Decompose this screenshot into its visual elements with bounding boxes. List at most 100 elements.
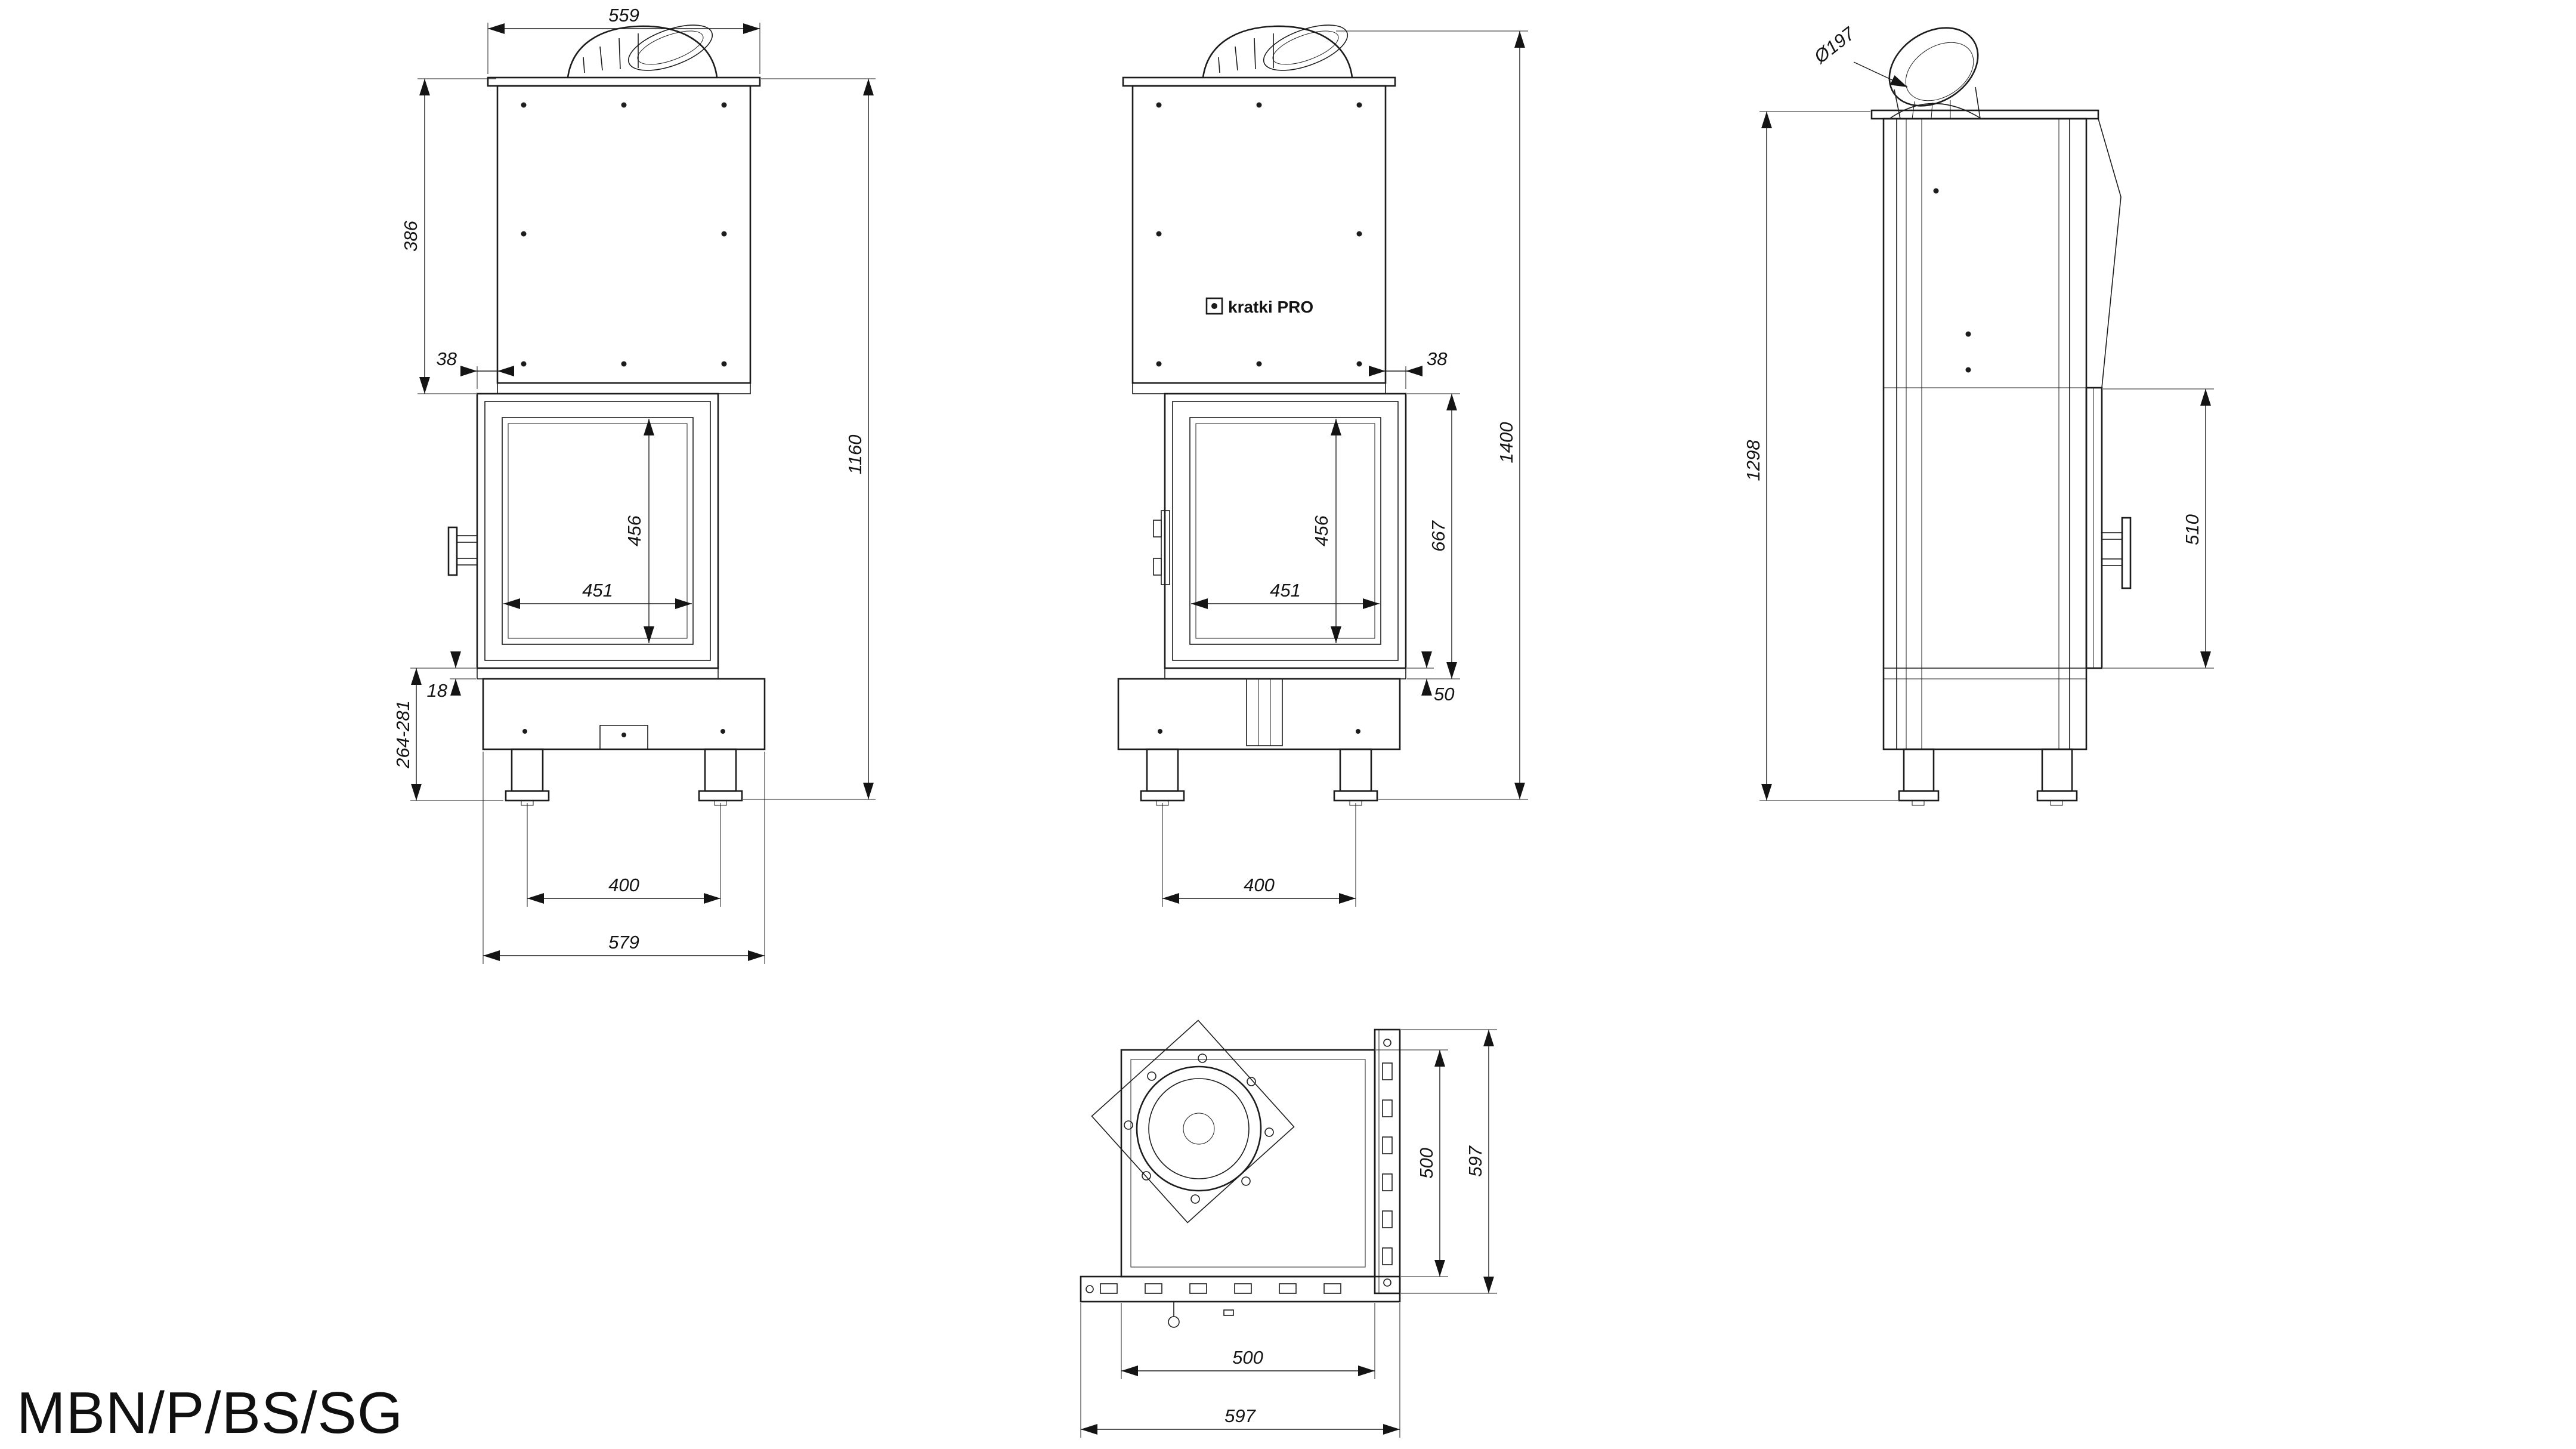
- flue-opening: [1263, 24, 1349, 71]
- flange-slot: [1100, 1283, 1118, 1294]
- dim-label: 500: [1416, 1148, 1437, 1179]
- top-plate: [1870, 109, 2099, 120]
- screw-dot: [521, 102, 527, 108]
- foot-plate: [1140, 790, 1185, 802]
- dim-label: 597: [1224, 1405, 1256, 1426]
- dim-label: 456: [624, 515, 645, 546]
- dim-glass-width: 451: [503, 580, 692, 609]
- flue-circle-core: [1183, 1113, 1215, 1145]
- dim-label: 500: [1232, 1347, 1263, 1368]
- dim-label: 456: [1311, 515, 1332, 546]
- door-latch-block: [1153, 558, 1162, 576]
- leg: [1903, 748, 1935, 792]
- firebox-body: kratki PRO: [1117, 76, 1407, 806]
- panel-slot: [1382, 1136, 1393, 1154]
- screw-dot: [721, 231, 727, 237]
- bolt-hole: [1198, 1053, 1207, 1063]
- screw-dot: [1158, 729, 1162, 734]
- dim-label: 38: [437, 348, 457, 369]
- top-view: 500 597 500 597: [1080, 1019, 1497, 1438]
- bolt-hole: [1124, 1120, 1133, 1130]
- leader-line: [1853, 61, 1908, 88]
- dim-label: 667: [1428, 520, 1449, 551]
- body-square-inner: [1130, 1059, 1366, 1268]
- flue-outlet: [567, 24, 718, 78]
- flue-dome: [1202, 25, 1353, 78]
- dim-door-height: 667: [1407, 393, 1460, 679]
- side-view: Ø197 1298 510: [1743, 23, 2214, 806]
- dim-total-width: 597: [1080, 1303, 1400, 1438]
- flange-hole: [1086, 1285, 1094, 1293]
- flue-rib: [1254, 38, 1256, 70]
- door-glass-inner: [508, 423, 688, 639]
- flange-plate: [1091, 1019, 1295, 1224]
- dim-hood-height: 386: [400, 78, 496, 394]
- screw-dot: [1356, 729, 1360, 734]
- panel-hole: [1383, 1278, 1391, 1287]
- foot-pad: [1912, 800, 1925, 806]
- flue-rib: [599, 46, 603, 71]
- flue-circle-outer: [1136, 1065, 1262, 1192]
- dim-feet-spacing: 400: [1162, 803, 1356, 907]
- screw-dot: [621, 733, 626, 737]
- door-handle-grip: [447, 526, 458, 576]
- screw-dot: [521, 361, 527, 367]
- screw-dot: [1933, 188, 1939, 194]
- flue-leg: [1975, 86, 1981, 119]
- flange-slot: [1189, 1283, 1207, 1294]
- dim-glass-height: 456: [1311, 419, 1341, 643]
- dim-label: 597: [1465, 1145, 1486, 1176]
- dim-label: 18: [427, 680, 448, 701]
- drawing-title: MBN/P/BS/SG: [17, 1380, 403, 1445]
- screw-dot: [1356, 231, 1362, 237]
- screw-dot: [1356, 102, 1362, 108]
- flue-outlet: [1888, 27, 1982, 119]
- panel-slot: [1382, 1099, 1393, 1117]
- convection-box: [1131, 85, 1387, 384]
- panel-slot: [1382, 1210, 1393, 1228]
- door-frame-outer: [476, 393, 719, 669]
- plinth-band: [1164, 668, 1406, 679]
- brand-logo-icon-dot: [1211, 303, 1217, 309]
- pedestal: [482, 678, 766, 750]
- door-frame-outer: [1164, 393, 1407, 669]
- flue-rib: [1235, 46, 1238, 71]
- dim-inner-width: 500: [1121, 1303, 1375, 1379]
- dim-label: 400: [608, 875, 639, 895]
- door-handle-pin: [2101, 532, 2123, 540]
- firebox-body: [447, 76, 766, 806]
- plinth-band: [477, 668, 719, 679]
- foot-plate: [698, 790, 743, 802]
- bolt-hole: [1241, 1176, 1251, 1186]
- panel-slot: [1382, 1173, 1393, 1191]
- body-outline-top: [1080, 1028, 1401, 1328]
- screw-dot: [621, 102, 627, 108]
- door-glass: [1189, 417, 1381, 645]
- door-latch-block: [1153, 520, 1162, 537]
- bolt-hole: [1264, 1127, 1274, 1137]
- dim-base-width: 579: [483, 752, 765, 964]
- leg: [704, 748, 737, 792]
- dim-top-width: 559: [487, 5, 760, 74]
- front-view: 559 386 38 456 451 1160: [392, 5, 876, 964]
- dim-label: 451: [582, 580, 613, 601]
- latch-tab: [1223, 1309, 1234, 1316]
- door-handle-pin: [456, 535, 478, 543]
- brand-logo-icon: [1205, 297, 1223, 315]
- screw-dot: [1256, 102, 1262, 108]
- screw-dot: [1965, 367, 1971, 373]
- door-glass: [502, 417, 694, 645]
- door-frame-mid: [484, 401, 711, 661]
- screw-dot: [1156, 231, 1162, 237]
- flue-flange: [1091, 1019, 1295, 1224]
- dim-label: 510: [2182, 514, 2203, 545]
- flange-slot: [1145, 1283, 1162, 1294]
- dim-body-height: 1160: [743, 78, 876, 800]
- door-latch-bar: [1161, 510, 1170, 585]
- dim-label: 1400: [1496, 422, 1517, 464]
- flange-slot: [1323, 1283, 1341, 1294]
- screw-dot: [621, 361, 627, 367]
- leg: [2041, 748, 2073, 792]
- dim-label: 38: [1427, 348, 1448, 369]
